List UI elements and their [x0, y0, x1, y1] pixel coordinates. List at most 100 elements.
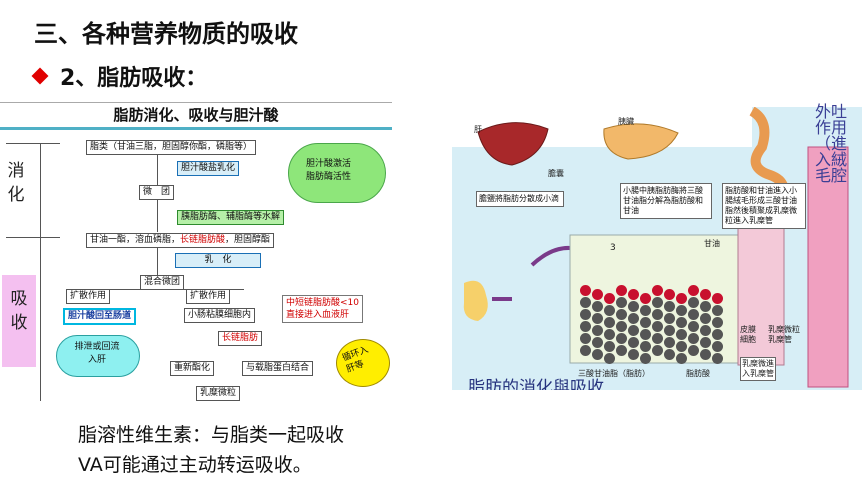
molecule-bead: [688, 345, 699, 356]
label-chylo-lymph: 乳糜微粒 乳糜管: [768, 325, 800, 344]
molecule-bead: [628, 325, 639, 336]
label-triglyceride: 三酸甘油脂（脂肪）: [578, 369, 650, 378]
molecule-bead: [676, 317, 687, 328]
molecule-bead: [712, 305, 723, 316]
molecule-bead: [700, 313, 711, 324]
molecule-bead: [616, 309, 627, 320]
molecule-bead: [664, 349, 675, 360]
label-gallbladder: 膽囊: [548, 169, 564, 178]
label-glycerol: 甘油: [704, 239, 720, 248]
molecule-bead: [652, 345, 663, 356]
split-line: [80, 289, 244, 290]
mucosa-box: 小肠粘膜细胞内: [184, 308, 256, 323]
mcfa-line1: 中短链脂肪酸<10: [286, 298, 359, 308]
section-divider-line: [6, 237, 60, 238]
bile-activate-line1: 胆汁酸激活: [306, 159, 352, 169]
molecule-bead: [640, 329, 651, 340]
molecule-bead: [604, 317, 615, 328]
molecule-bead: [712, 317, 723, 328]
lipids-box: 脂类（甘油三脂，胆固醇你酯，磷脂等）: [86, 140, 257, 155]
molecule-bead: [688, 309, 699, 320]
footnote-line2: VA可能通过主动转运吸收。: [78, 454, 312, 476]
molecule-bead: [640, 317, 651, 328]
molecule-bead: [628, 301, 639, 312]
molecule-bead: [664, 337, 675, 348]
bile-box: 膽鹽將脂肪分散成小滴: [476, 191, 564, 207]
pancreatic-box: 小腸中胰脂肪酶將三酸甘油脂分解為脂肪酸和甘油: [620, 183, 712, 219]
bullet-text: 2、脂肪吸收：: [60, 66, 208, 91]
molecule-bead: [604, 341, 615, 352]
molecule-bead: [652, 285, 663, 296]
excrete-oval: [56, 335, 140, 377]
molecule-bead: [580, 345, 591, 356]
molecule-bead: [640, 305, 651, 316]
molecule-bead: [664, 289, 675, 300]
absorb-label: 吸收: [10, 289, 28, 333]
bile-activate-line2: 脂肪酶活性: [306, 172, 352, 182]
molecule-bead: [616, 285, 627, 296]
molecule-bead: [616, 333, 627, 344]
molecule-bead: [640, 293, 651, 304]
molecule-bead: [580, 321, 591, 332]
molecule-bead: [616, 297, 627, 308]
molecule-bead: [676, 353, 687, 364]
flowchart-header: 脂肪消化、吸收与胆汁酸: [0, 103, 392, 130]
molecule-bead: [676, 329, 687, 340]
products-suffix: ，胆固醇酯: [225, 235, 271, 245]
excrete-line2: 入肝: [87, 355, 106, 365]
molecule-bead: [592, 325, 603, 336]
molecule-bead: [580, 333, 591, 344]
fat-digestion-flowchart: 脂肪消化、吸收与胆汁酸 消化 吸收 脂类（甘油三脂，胆固醇你酯，磷脂等） 胆汁酸…: [0, 102, 392, 408]
molecule-bead: [688, 285, 699, 296]
products-red: 长链脂肪酸: [180, 235, 226, 245]
chylomicron-box: 乳糜微粒: [196, 386, 241, 401]
molecule-bead: [676, 341, 687, 352]
molecule-bead: [628, 349, 639, 360]
excrete-line1: 排泄或回流: [74, 342, 120, 352]
micelle-box: 微 团: [139, 185, 175, 200]
excrete-text: 排泄或回流 入肝: [58, 341, 136, 367]
lipase-box: 胰脂肪酶、辅脂酶等水解: [177, 210, 285, 225]
bile-emulsify-box: 胆汁酸盐乳化: [177, 161, 240, 176]
pancreas-shape: [603, 123, 679, 160]
villus-column: [807, 146, 849, 388]
diffuse-left-box: 扩散作用: [66, 289, 111, 304]
molecule-bead: [700, 325, 711, 336]
molecule-bead: [688, 321, 699, 332]
molecule-bead: [652, 309, 663, 320]
absorb-label-bg: [2, 275, 36, 367]
footnote: 脂溶性维生素：与脂类一起吸收 VA可能通过主动转运吸收。: [78, 420, 344, 480]
footnote-line1: 脂溶性维生素：与脂类一起吸收: [78, 424, 345, 446]
molecule-bead: [616, 321, 627, 332]
molecule-bead: [712, 353, 723, 364]
molecule-bead: [604, 305, 615, 316]
label-villus-cell: 皮膜 細胞: [740, 325, 756, 344]
molecule-bead: [628, 313, 639, 324]
slide-title: 三、各种营养物质的吸收: [34, 20, 298, 48]
bile-activate-cloud: [288, 143, 386, 203]
molecule-bead: [592, 349, 603, 360]
molecule-bead: [580, 309, 591, 320]
side-axis-line: [40, 143, 41, 401]
molecule-bead: [712, 341, 723, 352]
fat-droplet-shape: [463, 280, 488, 321]
molecule-bead: [700, 337, 711, 348]
bile-activate-text: 胆汁酸激活 脂肪酶活性: [306, 158, 351, 184]
molecule-bead: [592, 313, 603, 324]
molecule-bead: [688, 333, 699, 344]
molecule-bead: [676, 293, 687, 304]
products-prefix: 甘油一酯，溶血磷脂，: [90, 235, 181, 245]
figure-caption: 脂肪的消化與吸收: [468, 378, 604, 390]
molecule-bead: [628, 337, 639, 348]
molecule-bead: [652, 333, 663, 344]
emulsify-box: 乳 化: [175, 253, 261, 268]
label-enter-lymph: 乳糜微進 入乳糜管: [740, 357, 776, 381]
molecule-bead: [700, 289, 711, 300]
apoprotein-box: 与载脂蛋白结合: [242, 361, 314, 376]
re-esterify-box: 重新酯化: [170, 361, 215, 376]
molecule-bead: [664, 313, 675, 324]
molecule-bead: [592, 301, 603, 312]
molecule-bead: [700, 349, 711, 360]
label-liver: 肝: [474, 125, 482, 134]
molecule-bead: [640, 341, 651, 352]
